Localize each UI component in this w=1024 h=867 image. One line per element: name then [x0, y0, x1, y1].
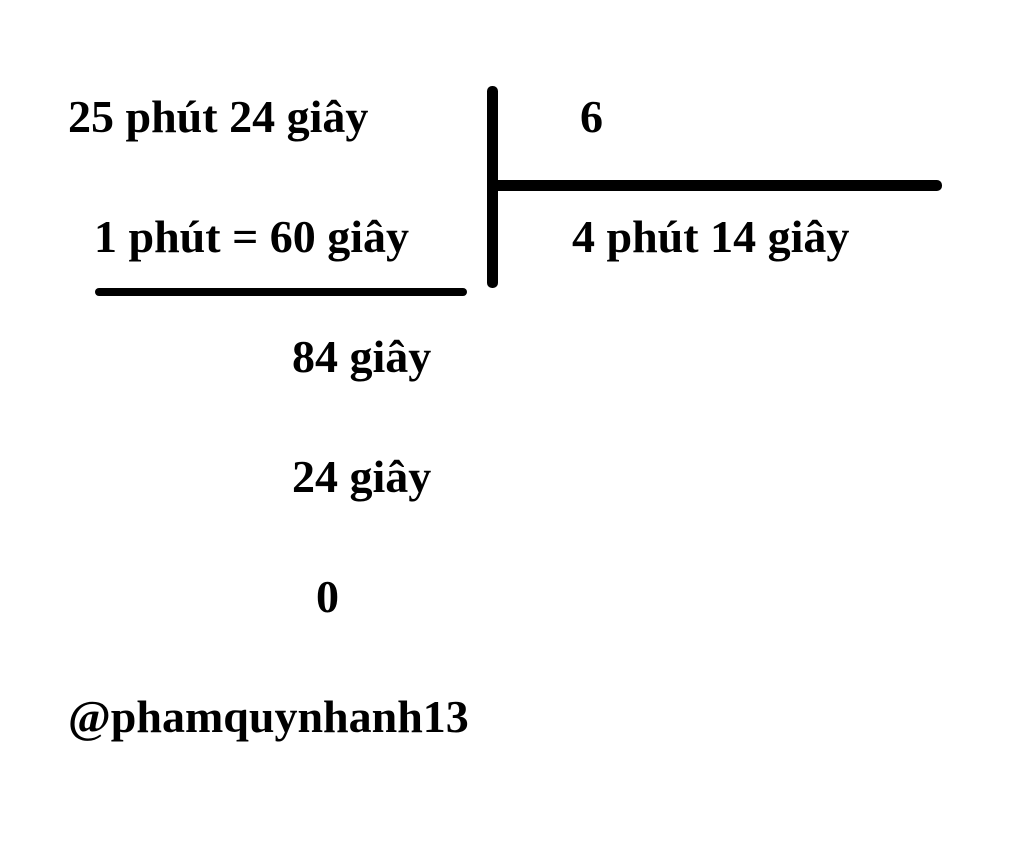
quotient: 4 phút 14 giây [572, 211, 850, 262]
subtraction-line [95, 288, 467, 296]
dividend: 25 phút 24 giây [68, 91, 369, 142]
author-watermark: @phamquynhanh13 [68, 691, 469, 742]
divisor: 6 [580, 91, 603, 142]
conversion-step: 1 phút = 60 giây [94, 211, 410, 262]
step-remainder: 0 [316, 571, 339, 622]
step-subtract-seconds: 24 giây [292, 451, 432, 502]
step-total-seconds: 84 giây [292, 331, 432, 382]
division-horizontal-bar [487, 180, 942, 191]
